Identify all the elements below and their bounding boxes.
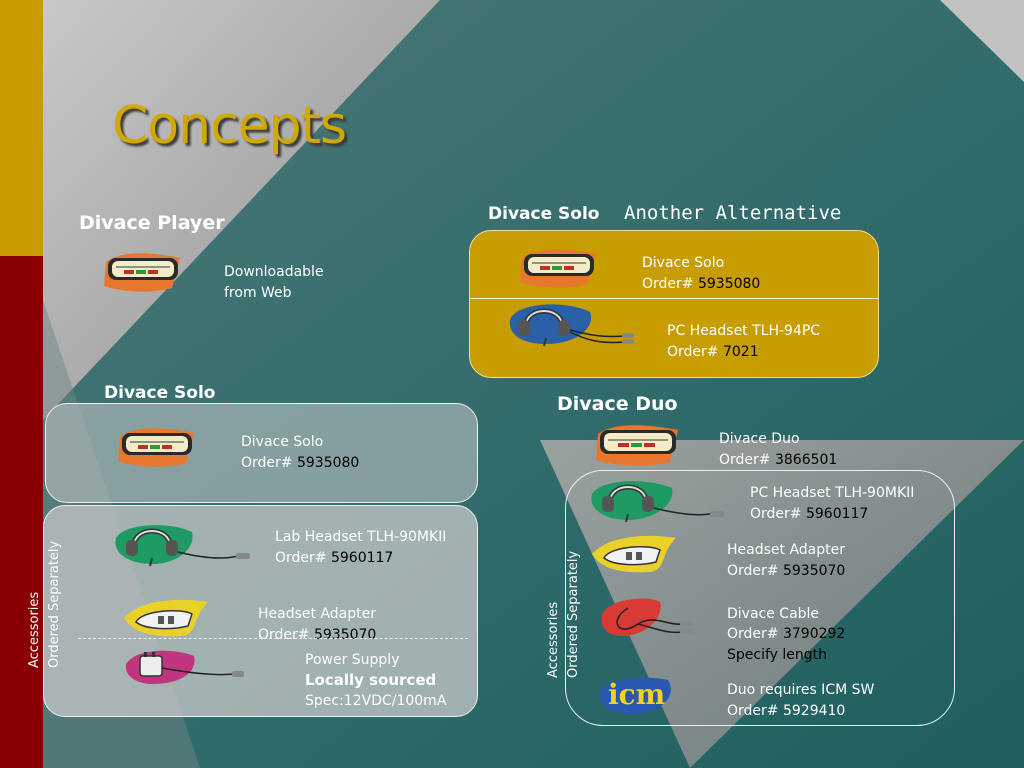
solo-acc1-name: Lab Headset TLH-90MKII <box>275 529 447 545</box>
solo-alt-item2-name: PC Headset TLH-94PC <box>667 323 821 339</box>
headset-icon <box>115 525 250 567</box>
headset-icon <box>509 304 634 347</box>
pager-device-icon <box>520 249 596 288</box>
duo-acc1-order: Order# 5960117 <box>750 506 869 522</box>
solo-acc2-name: Headset Adapter <box>258 606 376 622</box>
solo-item1-name: Divace Solo <box>241 434 324 450</box>
duo-ordered-separately-label: Ordered Separately <box>566 550 581 678</box>
solo-accessories-label: Accessories <box>27 591 42 668</box>
solo-accessories-panel <box>43 505 478 717</box>
alternative-label: Another Alternative <box>624 202 842 224</box>
duo-item1-order: Order# 3866501 <box>719 452 838 468</box>
solo-ordered-separately-label: Ordered Separately <box>47 540 62 668</box>
pager-device-icon <box>104 253 180 292</box>
headset-adapter-icon <box>592 535 676 573</box>
solo-item1-order: Order# 5935080 <box>241 455 360 471</box>
solo-alt-item1-order: Order# 5935080 <box>642 276 761 292</box>
solo-acc3-name: Power Supply <box>305 652 400 668</box>
solo-alt-item1-name: Divace Solo <box>642 255 725 271</box>
player-desc-line1: Downloadable <box>224 264 324 280</box>
cable-icon <box>601 598 694 636</box>
slide-title: Concepts <box>112 96 347 156</box>
duo-item1-name: Divace Duo <box>719 431 800 447</box>
headset-icon <box>591 481 724 523</box>
duo-accessories-panel <box>565 470 955 726</box>
solo-alt-panel <box>469 230 879 378</box>
duo-acc1-name: PC Headset TLH-90MKII <box>750 485 915 501</box>
power-supply-icon <box>125 650 244 684</box>
solo-header: Divace Solo <box>104 383 216 403</box>
duo-acc3-order: Order# 3790292 <box>727 626 846 642</box>
pager-device-icon <box>118 428 194 467</box>
duo-acc4-order: Order# 5929410 <box>727 703 846 719</box>
player-desc-line2: from Web <box>224 285 292 301</box>
solo-acc3-spec: Spec:12VDC/100mA <box>305 693 447 709</box>
headset-adapter-icon <box>124 599 208 637</box>
duo-header: Divace Duo <box>557 393 678 415</box>
duo-acc3-name: Divace Cable <box>727 606 820 622</box>
solo-alt-header: Divace Solo <box>488 204 600 224</box>
solo-acc1-order: Order# 5960117 <box>275 550 394 566</box>
svg-text:icm: icm <box>608 678 665 711</box>
duo-acc2-order: Order# 5935070 <box>727 563 846 579</box>
duo-acc2-name: Headset Adapter <box>727 542 845 558</box>
duo-acc4-name: Duo requires ICM SW <box>727 682 875 698</box>
solo-acc-dashed-divider <box>78 638 468 639</box>
pager-device-icon <box>596 425 678 466</box>
icm-logo: icm <box>599 677 671 714</box>
solo-alt-item2-order: Order# 7021 <box>667 344 759 360</box>
solo-alt-divider <box>470 298 878 299</box>
duo-accessories-label: Accessories <box>546 601 561 678</box>
duo-acc3-note: Specify length <box>727 647 828 663</box>
player-header: Divace Player <box>79 212 225 234</box>
solo-main-panel <box>45 403 478 503</box>
solo-acc2-order: Order# 5935070 <box>258 627 377 643</box>
solo-acc3-note: Locally sourced <box>305 671 437 689</box>
